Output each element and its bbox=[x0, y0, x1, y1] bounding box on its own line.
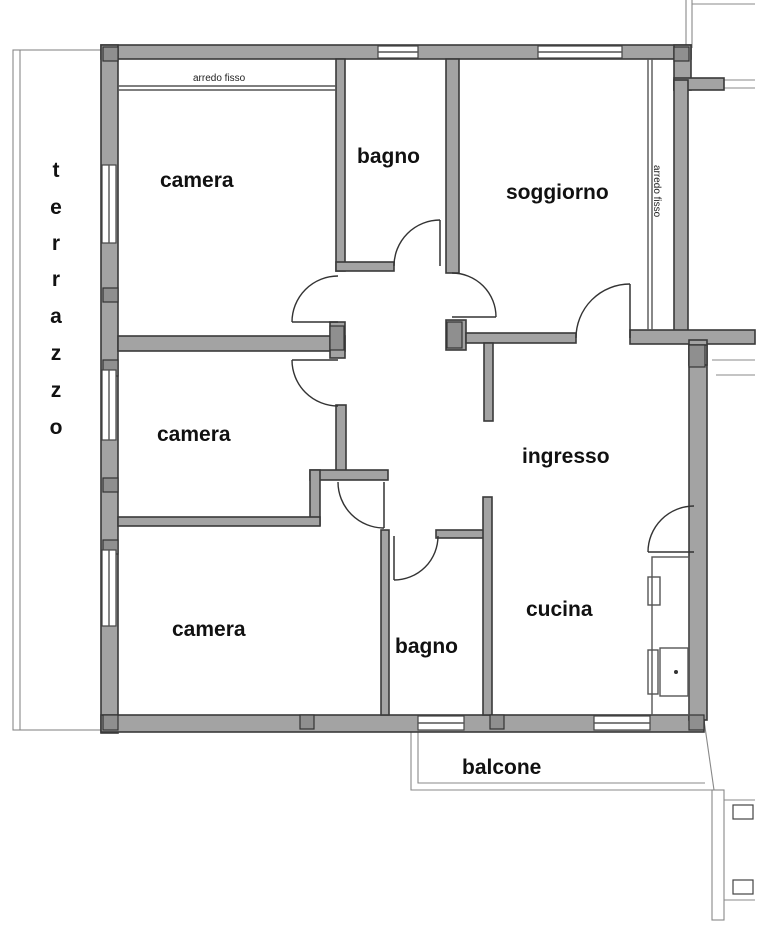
terrazzo-letter: a bbox=[50, 305, 62, 328]
terrazzo-letter: r bbox=[52, 232, 60, 255]
windows bbox=[101, 45, 651, 731]
balcone-area bbox=[410, 730, 712, 791]
room-label-bagno-1: bagno bbox=[357, 145, 420, 168]
room-label-camera-1: camera bbox=[160, 169, 234, 192]
interior-walls bbox=[117, 58, 708, 716]
arredo-fisso-label-side: arredo fisso bbox=[651, 165, 662, 218]
terrazzo-letter: t bbox=[53, 159, 60, 182]
pillars bbox=[102, 46, 706, 731]
fixed-furniture bbox=[118, 59, 653, 330]
kitchen-counter bbox=[647, 556, 690, 716]
room-label-cucina: cucina bbox=[526, 598, 593, 621]
room-label-terrazzo: t e r r a z z o bbox=[50, 159, 63, 439]
room-label-soggiorno: soggiorno bbox=[506, 181, 609, 204]
room-label-balcone: balcone bbox=[462, 756, 541, 779]
arredo-fisso-label-top: arredo fisso bbox=[193, 73, 246, 84]
terrazzo-letter: r bbox=[52, 268, 60, 291]
room-label-camera-2: camera bbox=[157, 423, 231, 446]
room-label-camera-3: camera bbox=[172, 618, 246, 641]
terrazzo-letter: z bbox=[51, 379, 62, 402]
neighbor-structures bbox=[685, 0, 755, 921]
doors bbox=[291, 219, 695, 581]
terrazzo-letter: o bbox=[50, 416, 63, 439]
terrazzo-letter: e bbox=[50, 196, 62, 219]
room-label-bagno-2: bagno bbox=[395, 635, 458, 658]
room-label-ingresso: ingresso bbox=[522, 445, 610, 468]
terrazzo-letter: z bbox=[51, 342, 62, 365]
